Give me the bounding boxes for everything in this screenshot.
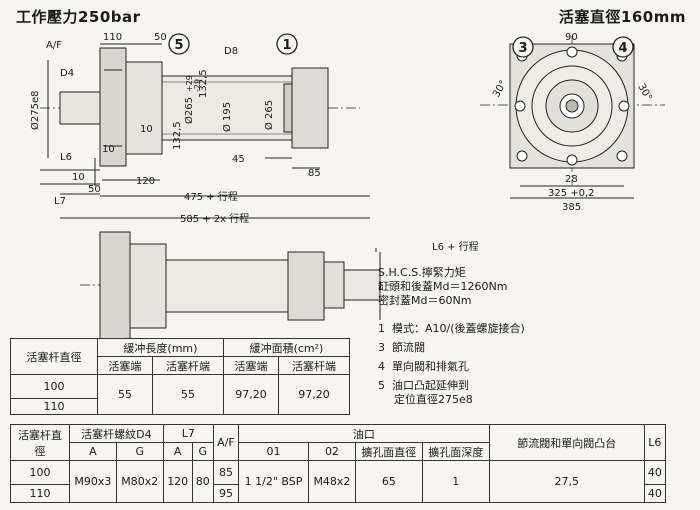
t2-row-110: 110 bbox=[10, 484, 70, 503]
t2-port-dia: 65 bbox=[354, 460, 423, 503]
legend-item-3: 3 節流閥 bbox=[378, 341, 425, 354]
label-10-left: 10 bbox=[72, 172, 85, 183]
label-90: 90 bbox=[565, 32, 578, 43]
legend-item-5-extra: 定位直徑275e8 bbox=[394, 393, 473, 406]
t1-sub-rod: 活塞杆端 bbox=[151, 356, 224, 375]
label-120: 120 bbox=[136, 176, 155, 187]
t2-port-depth: 1 bbox=[421, 460, 490, 503]
torque-note: S.H.C.S.擰緊力矩 缸頭和後蓋Md＝1260Nm 密封蓋Md＝60Nm bbox=[378, 266, 507, 308]
t2-l7-a: 120 bbox=[162, 460, 193, 503]
t2-port-02: M48x2 bbox=[308, 460, 356, 503]
label-10-bot: 10 bbox=[102, 144, 115, 155]
t1-area-piston: 97,20 bbox=[222, 374, 280, 415]
callout-1: 1 bbox=[282, 38, 291, 53]
t2-sub-01: 01 bbox=[238, 442, 310, 461]
label-stroke-475: 475 + 行程 bbox=[184, 190, 238, 203]
torque-note-line2: 缸頭和後蓋Md＝1260Nm bbox=[378, 280, 508, 293]
label-angle-30-left: 30° bbox=[491, 79, 509, 100]
t1-header-rod: 活塞杆直徑 bbox=[10, 338, 98, 375]
label-phi275: Ø275e8 bbox=[29, 91, 41, 130]
legend-item-1: 1 模式：A10/(後蓋螺旋接合) bbox=[378, 322, 525, 335]
legend-item-5: 5 油口凸起延伸到 bbox=[378, 379, 469, 392]
t2-l6-100: 40 bbox=[643, 460, 667, 485]
torque-note-line1: S.H.C.S.擰緊力矩 bbox=[378, 266, 466, 279]
top-side-view bbox=[40, 43, 370, 219]
t2-sub-02: 02 bbox=[308, 442, 356, 461]
label-phi265-b: Ø 265 bbox=[263, 100, 275, 130]
label-10-mid: 10 bbox=[140, 124, 153, 135]
t2-sub-g: G bbox=[115, 442, 164, 461]
t2-af-110: 95 bbox=[212, 484, 240, 503]
label-110: 110 bbox=[103, 32, 122, 43]
flange-face-view bbox=[480, 36, 665, 199]
label-l6: L6 bbox=[60, 152, 72, 163]
label-d4: D4 bbox=[60, 68, 74, 79]
bottom-side-view bbox=[80, 231, 390, 341]
label-132-5-b: 132,5 bbox=[198, 69, 209, 98]
label-85: 85 bbox=[308, 168, 321, 179]
label-325: 325 +0,2 bbox=[548, 188, 595, 199]
label-af: A/F bbox=[46, 40, 62, 51]
label-50-left: 50 bbox=[88, 184, 101, 195]
label-385: 385 bbox=[562, 202, 581, 213]
header-left-title: 工作壓力250bar bbox=[16, 8, 141, 26]
t1-row-100: 100 bbox=[10, 374, 98, 399]
t2-header-port: 油口 bbox=[238, 424, 490, 443]
t2-af-100: 85 bbox=[212, 460, 240, 485]
label-50-top: 50 bbox=[154, 32, 167, 43]
t1-sub-piston-2: 活塞端 bbox=[222, 356, 280, 375]
label-stroke-l6: L6 + 行程 bbox=[432, 240, 479, 253]
legend: 1 模式：A10/(後蓋螺旋接合) 3 節流閥 4 單向閥和排氣孔 5 油口凸起… bbox=[378, 322, 525, 407]
label-phi265-tol-up: +29 bbox=[185, 75, 194, 92]
label-28: 28 bbox=[565, 174, 578, 185]
header-right-title: 活塞直徑160mm bbox=[558, 8, 686, 26]
t2-header-af: A/F bbox=[212, 424, 240, 461]
t1-row-110: 110 bbox=[10, 398, 98, 415]
t2-thread-g: M80x2 bbox=[115, 460, 164, 503]
label-phi265: Ø265 bbox=[183, 97, 195, 124]
t1-area-rod: 97,20 bbox=[278, 374, 350, 415]
t2-header-l7: L7 bbox=[162, 424, 214, 443]
t1-header-cushion-length: 緩冲長度(mm) bbox=[96, 338, 224, 357]
t2-header-rod: 活塞杆直徑 bbox=[10, 424, 70, 461]
t2-sub-port-dia: 擴孔面直徑 bbox=[354, 442, 423, 461]
t1-sub-piston: 活塞端 bbox=[96, 356, 153, 375]
t2-thread-a: M90x3 bbox=[69, 460, 117, 503]
t2-header-boss: 節流閥和單向閥凸台 bbox=[488, 424, 645, 461]
t2-sub-port-depth: 擴孔面深度 bbox=[421, 442, 490, 461]
t1-len-piston: 55 bbox=[96, 374, 153, 415]
callout-4: 4 bbox=[618, 41, 627, 56]
t1-sub-rod-2: 活塞杆端 bbox=[278, 356, 350, 375]
label-angle-30-right: 30° bbox=[635, 82, 653, 103]
t2-sub-a-2: A bbox=[162, 442, 193, 461]
label-stroke-585: 585 + 2x 行程 bbox=[180, 212, 249, 225]
label-phi195: Ø 195 bbox=[221, 102, 233, 132]
label-45: 45 bbox=[232, 154, 245, 165]
label-l7: L7 bbox=[54, 196, 66, 207]
t2-l7-g: 80 bbox=[191, 460, 214, 503]
callout-3: 3 bbox=[518, 41, 527, 56]
label-d8: D8 bbox=[224, 46, 238, 57]
dimension-table: 活塞杆直徑 活塞杆螺紋D4 L7 A/F 油口 節流閥和單向閥凸台 L6 A G… bbox=[10, 424, 667, 503]
t1-header-cushion-area: 緩冲面積(cm²) bbox=[222, 338, 351, 357]
t1-len-rod: 55 bbox=[151, 374, 224, 415]
t2-boss: 27,5 bbox=[488, 460, 645, 503]
t2-sub-a: A bbox=[69, 442, 117, 461]
torque-note-line3: 密封蓋Md＝60Nm bbox=[378, 294, 472, 307]
label-phi265-tol-dn: -29 bbox=[193, 79, 202, 92]
t2-header-thread: 活塞杆螺紋D4 bbox=[69, 424, 164, 443]
t2-header-l6: L6 bbox=[643, 424, 667, 461]
t2-l6-110: 40 bbox=[643, 484, 667, 503]
legend-item-4: 4 單向閥和排氣孔 bbox=[378, 360, 469, 373]
label-132-5-a: 132,5 bbox=[172, 121, 183, 150]
t2-sub-g-2: G bbox=[191, 442, 214, 461]
t2-row-100: 100 bbox=[10, 460, 70, 485]
t2-port-01: 1 1/2" BSP bbox=[238, 460, 310, 503]
cushion-table: 活塞杆直徑 緩冲長度(mm) 緩冲面積(cm²) 活塞端 活塞杆端 活塞端 活塞… bbox=[10, 338, 351, 415]
callout-5: 5 bbox=[174, 38, 183, 53]
